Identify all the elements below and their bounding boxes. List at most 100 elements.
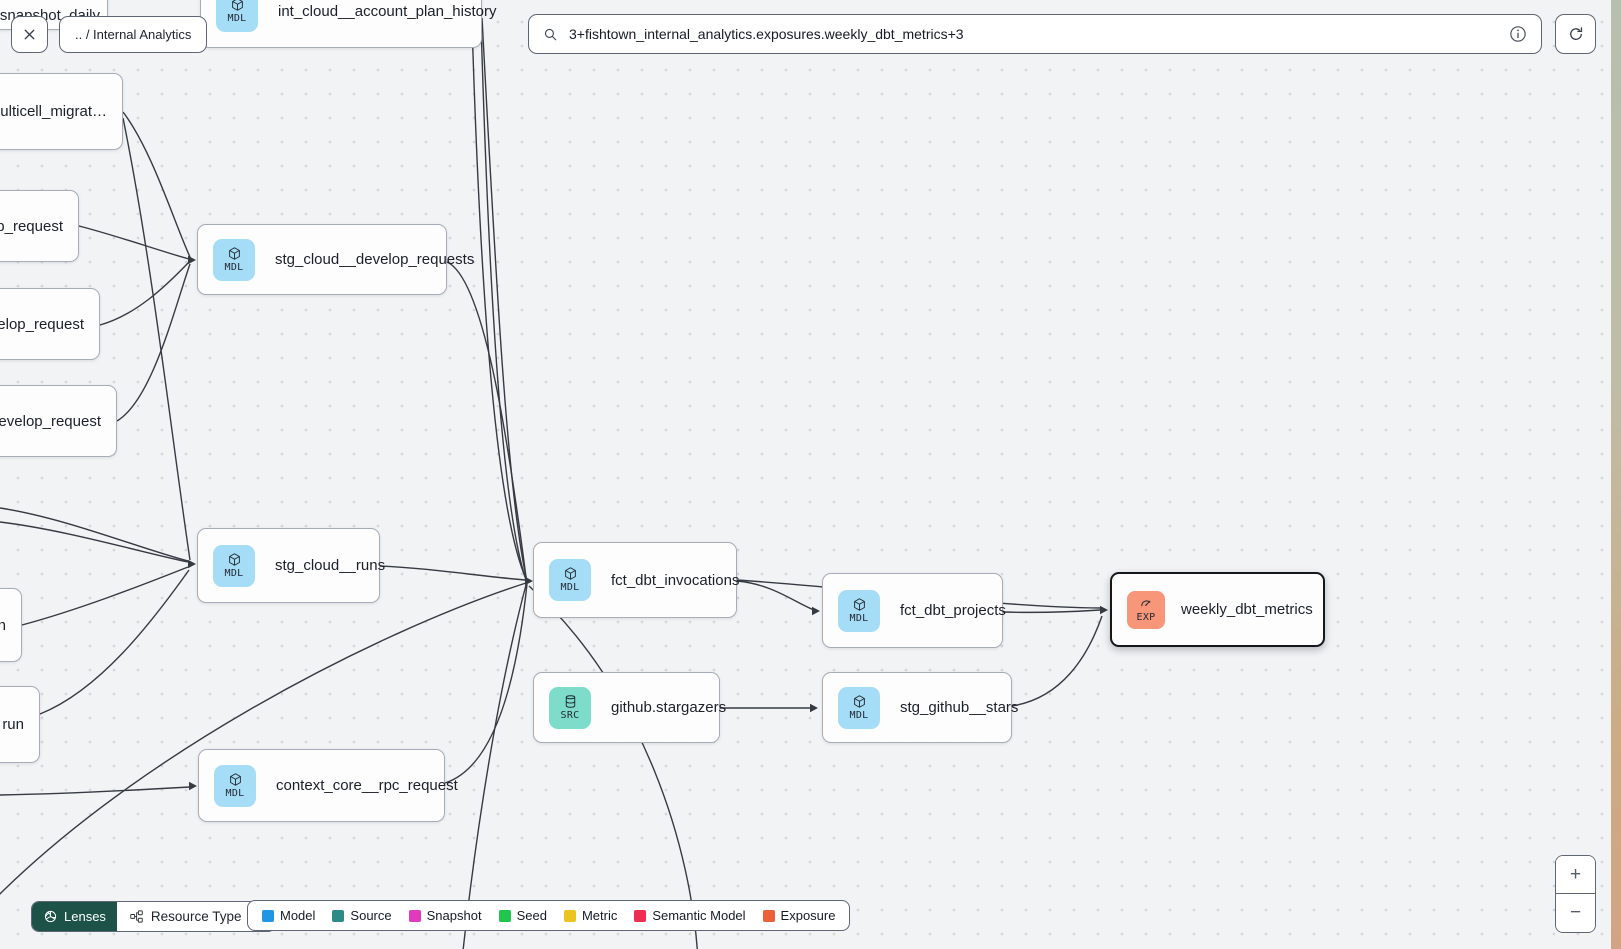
- node-label: weekly_dbt_metrics: [1181, 601, 1313, 618]
- edge: [379, 565, 526, 581]
- node-context-core-rpc-request[interactable]: MDL context_core__rpc_request: [198, 749, 458, 822]
- exposure-swatch: [762, 909, 775, 922]
- close-button[interactable]: [11, 16, 48, 53]
- search-input[interactable]: [569, 26, 1498, 42]
- arrowhead: [1100, 605, 1108, 615]
- node-fct-dbt-projects[interactable]: MDL fct_dbt_projects: [822, 573, 1006, 648]
- lenses-button[interactable]: Lenses: [32, 902, 117, 931]
- lens-controls: Lenses Resource Type: [31, 901, 277, 932]
- node-weekly-dbt-metrics[interactable]: EXP weekly_dbt_metrics: [1110, 572, 1325, 647]
- model-badge: MDL: [838, 686, 880, 729]
- node-label: context_core__rpc_request: [276, 777, 458, 794]
- model-swatch: [262, 909, 274, 922]
- edge: [122, 117, 191, 561]
- gauge-icon: [1139, 596, 1154, 611]
- node-label: p_request: [0, 217, 63, 235]
- search-bar[interactable]: [528, 14, 1542, 54]
- model-badge: MDL: [838, 589, 880, 632]
- node-label: stg_cloud__runs: [275, 557, 386, 574]
- zoom-control: + −: [1555, 855, 1596, 933]
- cube-icon: [230, 0, 245, 12]
- node-fct-dbt-invocations[interactable]: MDL fct_dbt_invocations: [533, 542, 740, 618]
- edge: [122, 111, 191, 258]
- node-label: run: [2, 716, 24, 733]
- arrowhead: [188, 559, 196, 569]
- cube-icon: [852, 597, 867, 612]
- edge: [0, 582, 527, 895]
- edge: [444, 583, 528, 784]
- node-label: fct_dbt_invocations: [611, 571, 740, 589]
- edge: [0, 521, 189, 563]
- arrowhead: [188, 255, 196, 265]
- node-cut-n[interactable]: n: [0, 588, 22, 662]
- edge: [78, 225, 190, 260]
- edge: [736, 580, 815, 611]
- arrowhead: [525, 576, 533, 586]
- node-stg-cloud-runs[interactable]: MDL stg_cloud__runs: [197, 528, 385, 603]
- arrowhead: [812, 606, 820, 616]
- search-icon: [542, 26, 559, 43]
- cube-icon: [227, 552, 242, 567]
- edge: [446, 261, 527, 578]
- edge: [116, 263, 191, 422]
- edge: [0, 786, 191, 796]
- legend-item-seed: Seed: [498, 908, 547, 923]
- zoom-in-button[interactable]: +: [1556, 856, 1595, 894]
- model-badge: MDL: [213, 238, 255, 281]
- node-velop-request[interactable]: velop_request: [0, 288, 100, 360]
- model-badge: MDL: [214, 764, 256, 807]
- node-github-stargazers[interactable]: SRC github.stargazers: [533, 672, 726, 743]
- source-badge: SRC: [549, 686, 591, 729]
- node-stg-cloud-develop-requests[interactable]: MDL stg_cloud__develop_requests: [197, 224, 474, 295]
- node-label: int_cloud__account_plan_history: [278, 2, 497, 20]
- node-label: github.stargazers: [611, 699, 727, 716]
- legend-item-source: Source: [332, 908, 392, 923]
- edge: [1011, 615, 1103, 707]
- edge: [0, 507, 189, 562]
- snapshot-swatch: [408, 909, 421, 922]
- source-swatch: [332, 909, 345, 922]
- legend-item-snapshot: Snapshot: [408, 908, 482, 923]
- edge: [481, 17, 528, 582]
- node-label: develop_request: [0, 412, 101, 430]
- node-develop-request[interactable]: develop_request: [0, 385, 117, 457]
- edge: [21, 566, 189, 626]
- node-cut-run[interactable]: run: [0, 686, 40, 763]
- node-p-request[interactable]: p_request: [0, 190, 79, 262]
- cube-icon: [852, 694, 867, 709]
- node-stg-github-stars[interactable]: MDL stg_github__stars: [822, 672, 1018, 743]
- resource-type-legend: Model Source Snapshot Seed Metric Semant…: [247, 900, 851, 931]
- legend-item-exposure: Exposure: [762, 908, 835, 923]
- legend-item-model: Model: [262, 908, 315, 923]
- info-icon[interactable]: [1508, 24, 1528, 44]
- semantic-model-swatch: [634, 909, 647, 922]
- arrowhead: [189, 781, 197, 791]
- legend-item-semantic-model: Semantic Model: [634, 908, 746, 923]
- metric-swatch: [563, 909, 576, 922]
- node-label: stg_cloud__develop_requests: [275, 251, 475, 268]
- arrowhead: [810, 703, 818, 713]
- breadcrumb[interactable]: .. / Internal Analytics: [59, 16, 208, 53]
- legend-item-metric: Metric: [563, 908, 617, 923]
- cube-icon: [228, 772, 243, 787]
- lenses-icon: [43, 909, 58, 924]
- edge: [479, 0, 527, 581]
- refresh-button[interactable]: [1555, 14, 1596, 54]
- node-multicell-migrat[interactable]: multicell_migrat…: [0, 73, 123, 150]
- edge: [470, 0, 527, 580]
- refresh-icon: [1567, 25, 1585, 43]
- model-badge: MDL: [213, 544, 255, 587]
- model-badge: MDL: [216, 0, 258, 32]
- cube-icon: [563, 566, 578, 581]
- edge: [528, 585, 698, 949]
- zoom-out-button[interactable]: −: [1556, 894, 1595, 932]
- model-badge: MDL: [549, 559, 591, 601]
- seed-swatch: [498, 909, 511, 922]
- node-label: n: [0, 616, 6, 634]
- edge: [99, 261, 190, 326]
- hierarchy-icon: [129, 909, 144, 924]
- screen-edge-artifact: [1611, 0, 1621, 949]
- node-int-cloud-account-plan-history[interactable]: MDL int_cloud__account_plan_history: [200, 0, 497, 48]
